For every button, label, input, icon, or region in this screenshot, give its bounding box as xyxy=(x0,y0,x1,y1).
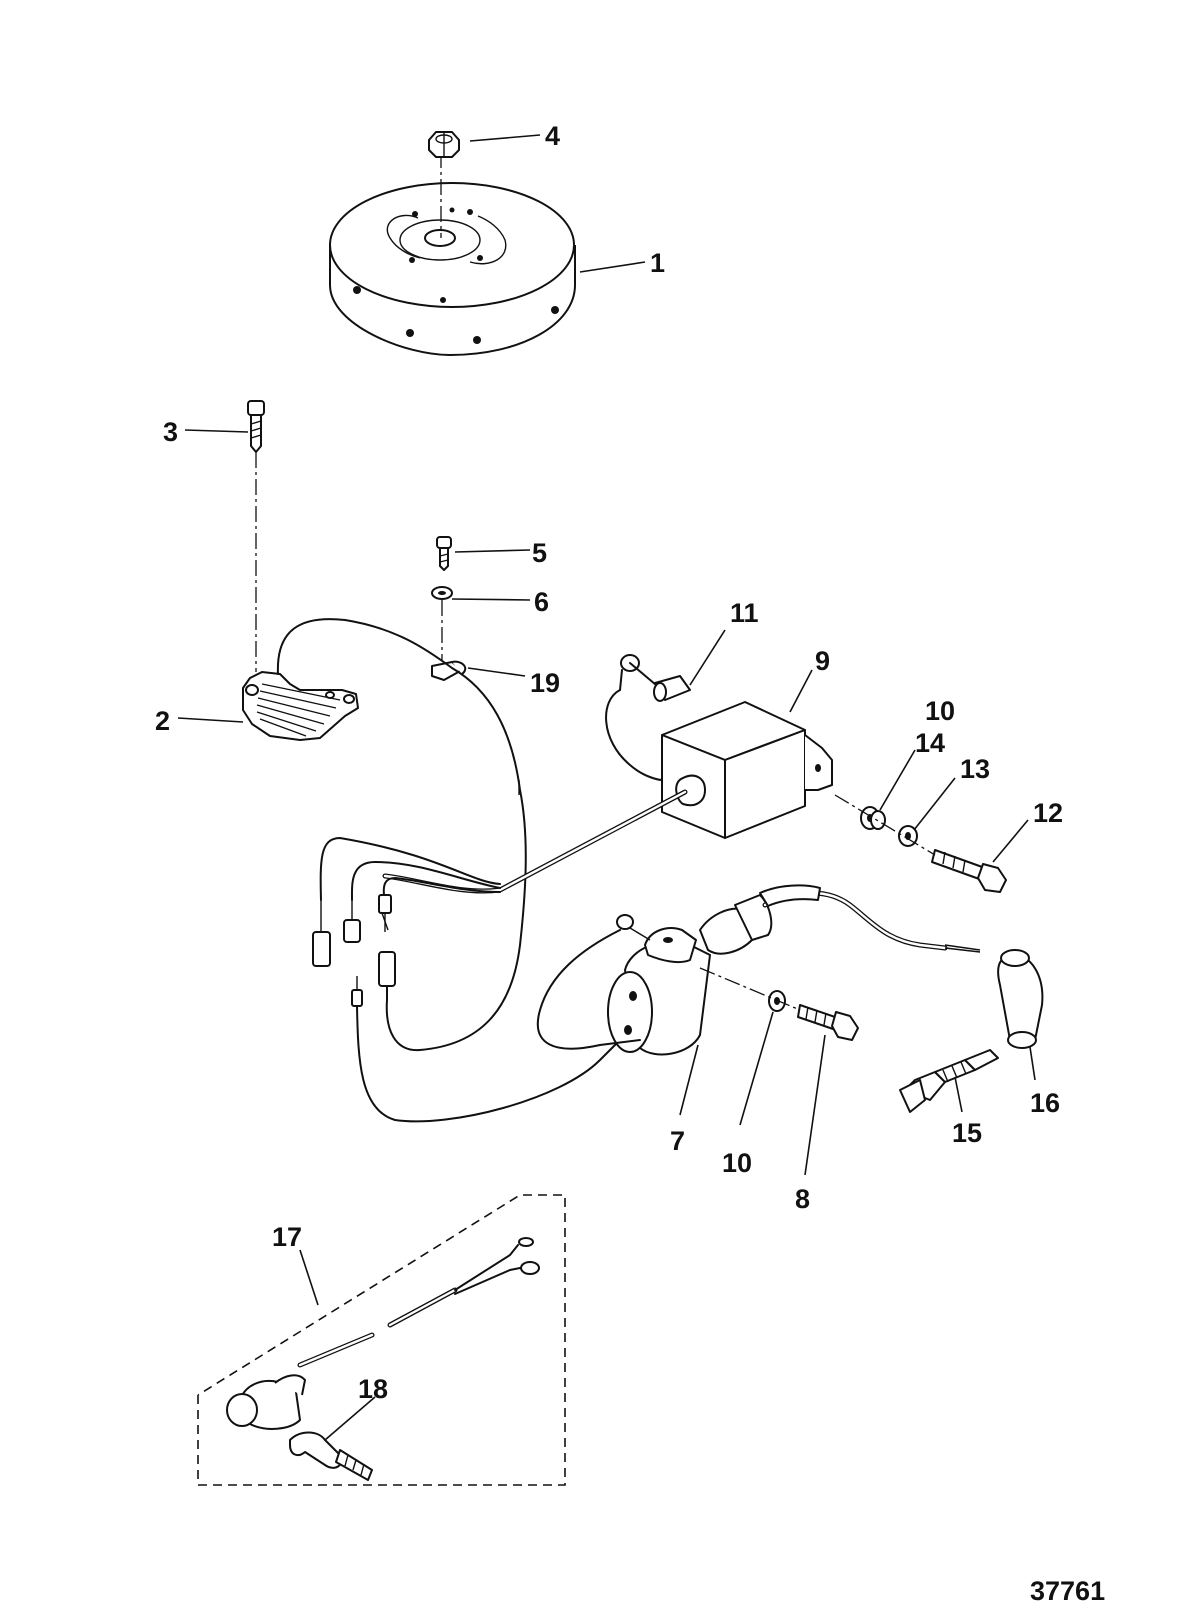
coil-bolt xyxy=(797,1004,859,1041)
callout-13: 13 xyxy=(960,754,990,784)
stator-screw xyxy=(247,400,265,453)
callout-15: 15 xyxy=(952,1118,982,1148)
callout-10-coil: 10 xyxy=(722,1148,752,1178)
bullet-connector-5 xyxy=(351,976,363,1007)
callout-6: 6 xyxy=(534,587,549,617)
stop-switch xyxy=(226,1374,306,1430)
callout-18: 18 xyxy=(358,1374,388,1404)
stop-lead-wire xyxy=(356,1005,636,1123)
callout-12: 12 xyxy=(1033,798,1063,828)
bullet-connector-3 xyxy=(378,894,392,932)
callout-3: 3 xyxy=(163,417,178,447)
callout-17: 17 xyxy=(272,1222,302,1252)
spark-plug xyxy=(899,1049,999,1113)
ground-wire xyxy=(605,689,663,781)
callout-4: 4 xyxy=(545,121,560,151)
callout-14: 14 xyxy=(915,728,945,758)
callout-8: 8 xyxy=(795,1184,810,1214)
ht-lead xyxy=(762,890,948,951)
lanyard-clip xyxy=(289,1431,373,1481)
callout-5: 5 xyxy=(532,538,547,568)
callout-11: 11 xyxy=(730,598,759,628)
callout-10-switchbox: 10 xyxy=(925,696,955,726)
callout-19: 19 xyxy=(530,668,560,698)
bullet-connector-4 xyxy=(378,951,396,987)
washer-14 xyxy=(870,810,886,830)
callout-1: 1 xyxy=(650,248,665,278)
flywheel xyxy=(329,182,576,356)
wire-clamp xyxy=(431,660,467,681)
clamp-screw xyxy=(436,536,452,571)
callout-7: 7 xyxy=(670,1126,685,1156)
callout-9: 9 xyxy=(815,646,830,676)
bullet-connector-2 xyxy=(343,900,361,943)
stop-switch-harness xyxy=(297,1237,540,1368)
callout-16: 16 xyxy=(1030,1088,1060,1118)
charge-coil xyxy=(242,671,359,741)
sleeve xyxy=(653,675,691,702)
coil-lead-wire xyxy=(276,618,527,1052)
callout-labels: 1 2 3 4 5 6 7 8 9 10 10 11 12 13 14 15 1… xyxy=(155,121,1063,1404)
ignition-coil xyxy=(607,894,773,1056)
callout-2: 2 xyxy=(155,706,170,736)
figure-number: 37761 xyxy=(1030,1576,1105,1606)
spark-plug-cap xyxy=(997,949,1044,1049)
clamp-washer xyxy=(431,586,453,600)
bullet-connector-1 xyxy=(312,900,331,967)
harness-cable xyxy=(382,789,688,894)
stop-switch-kit-outline xyxy=(197,1194,566,1486)
switch-box xyxy=(661,701,833,839)
coil-ground-wire xyxy=(536,929,641,1050)
leader-lines xyxy=(177,134,1036,1441)
flywheel-nut xyxy=(428,131,460,158)
switchbox-bolt xyxy=(931,849,1007,893)
